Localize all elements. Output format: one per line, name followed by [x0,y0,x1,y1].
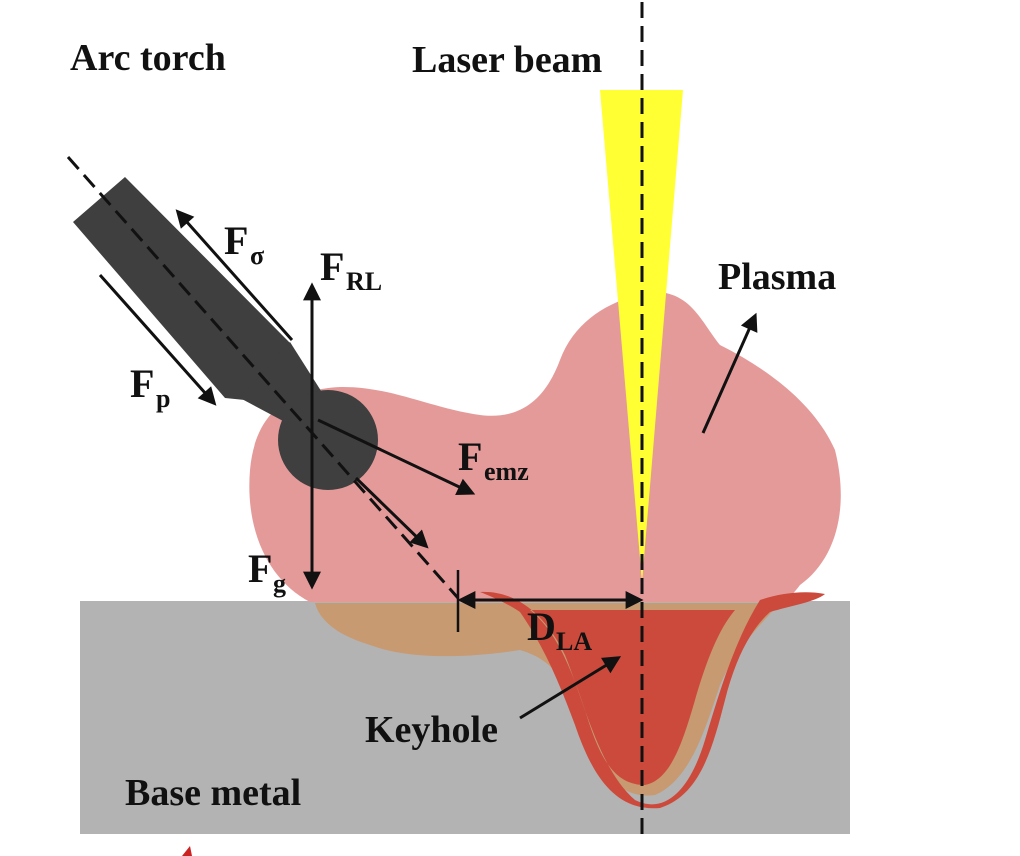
f-p-sub: p [156,384,170,413]
dla-label: D LA [527,604,592,656]
f-emz-main: F [458,434,482,479]
f-rl-sub: RL [346,267,382,296]
plasma-arrow [701,312,758,434]
f-p-label: F p [130,361,170,413]
keyhole-rim [480,591,825,809]
f-g-main: F [248,546,272,591]
torch-body [73,177,299,412]
f-sigma-sub: σ [250,241,264,270]
f-g-label: F g [248,546,286,598]
f-emz-arrow [317,418,476,495]
torch-axis-line [66,156,460,599]
laser-beam-label: Laser beam [412,39,602,81]
f-sigma-label: F σ [224,218,264,270]
f-rl-main: F [320,244,344,289]
dla-main: D [527,604,556,649]
keyhole-arrow [519,656,622,720]
edge-mark [182,846,192,856]
plasma-cloud [249,291,841,602]
f-g-sub: g [273,569,286,598]
arc-torch-label: Arc torch [70,37,226,79]
plasma-label: Plasma [718,256,836,298]
f-p-arrow [98,274,217,406]
f-emz-label: F emz [458,434,529,486]
arc-force-arrow [354,476,429,549]
f-emz-sub: emz [484,457,529,486]
keyhole-label: Keyhole [365,709,498,751]
base-metal-label: Base metal [125,772,301,814]
f-sigma-main: F [224,218,248,263]
f-sigma-arrow [175,209,294,341]
f-p-main: F [130,361,154,406]
f-rl-label: F RL [320,244,382,296]
dla-sub: LA [556,627,592,656]
laser-beam-cone [600,90,683,582]
